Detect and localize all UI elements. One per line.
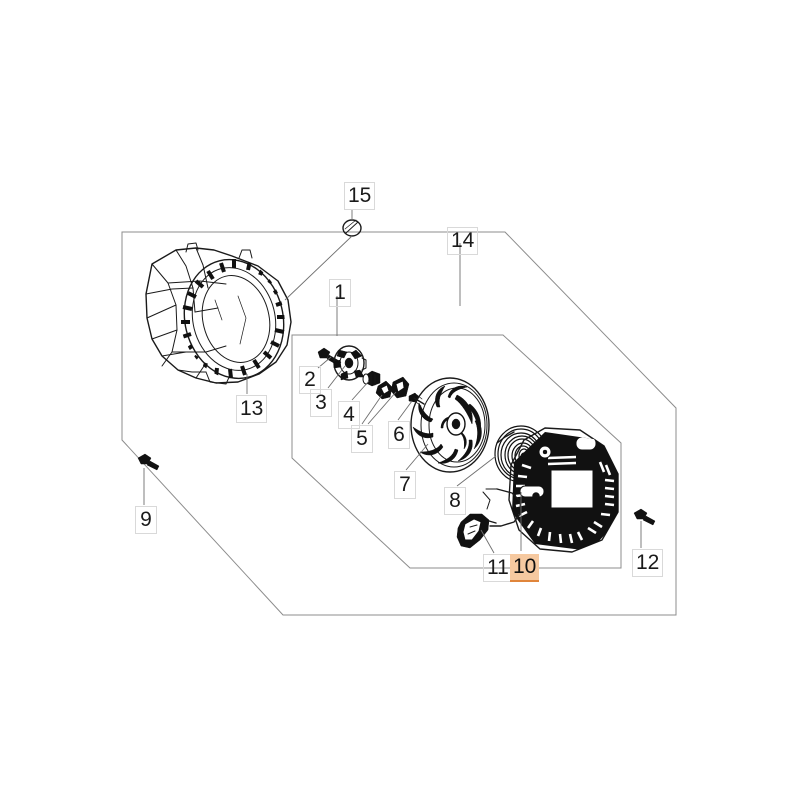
callout-13[interactable]: 13 xyxy=(236,395,268,423)
callout-14-text: 14 xyxy=(451,229,475,252)
callout-5[interactable]: 5 xyxy=(351,425,373,453)
leader-lines xyxy=(143,210,642,554)
callout-11-text: 11 xyxy=(487,556,509,579)
part-starter-housing-cover xyxy=(508,427,619,553)
callout-13-text: 13 xyxy=(240,397,264,420)
callout-11[interactable]: 11 xyxy=(483,554,513,582)
callout-10-text: 10 xyxy=(513,555,537,578)
callout-7-text: 7 xyxy=(399,473,411,496)
part-3-ratchet-hub xyxy=(333,345,367,381)
callout-8-text: 8 xyxy=(449,489,461,512)
callout-4-text: 4 xyxy=(343,403,355,426)
callout-9[interactable]: 9 xyxy=(135,506,157,534)
housing-teeth xyxy=(181,259,286,379)
callout-7[interactable]: 7 xyxy=(394,471,416,499)
callout-3-text: 3 xyxy=(315,391,327,414)
callout-9-text: 9 xyxy=(140,508,152,531)
callout-14[interactable]: 14 xyxy=(447,227,479,255)
fan-blades xyxy=(412,385,482,464)
part-9-screw xyxy=(137,453,160,471)
part-4-spacer-bushing xyxy=(362,370,381,387)
callout-5-text: 5 xyxy=(356,427,368,450)
callout-15[interactable]: 15 xyxy=(344,182,376,210)
part-7-flywheel-fan xyxy=(410,377,490,473)
callout-6[interactable]: 6 xyxy=(388,421,410,449)
callout-15-text: 15 xyxy=(348,184,372,207)
inner-group-boundary xyxy=(291,334,622,569)
part-15-plug-cap xyxy=(342,219,362,237)
callout-3[interactable]: 3 xyxy=(310,389,332,417)
callout-2-text: 2 xyxy=(304,368,316,391)
callout-4[interactable]: 4 xyxy=(338,401,360,429)
outer-group-boundary xyxy=(121,231,677,616)
part-11-starter-handle xyxy=(456,513,497,549)
callout-12-text: 12 xyxy=(636,551,660,574)
callout-1-text: 1 xyxy=(334,281,346,304)
housing-vents xyxy=(512,432,619,551)
part-13-fan-housing xyxy=(145,242,292,385)
callout-6-text: 6 xyxy=(393,423,405,446)
callout-12[interactable]: 12 xyxy=(632,549,664,577)
callout-8[interactable]: 8 xyxy=(444,487,466,515)
callout-10-highlighted[interactable]: 10 xyxy=(510,554,540,582)
callout-1[interactable]: 1 xyxy=(329,279,351,307)
part-12-screw xyxy=(633,508,656,526)
